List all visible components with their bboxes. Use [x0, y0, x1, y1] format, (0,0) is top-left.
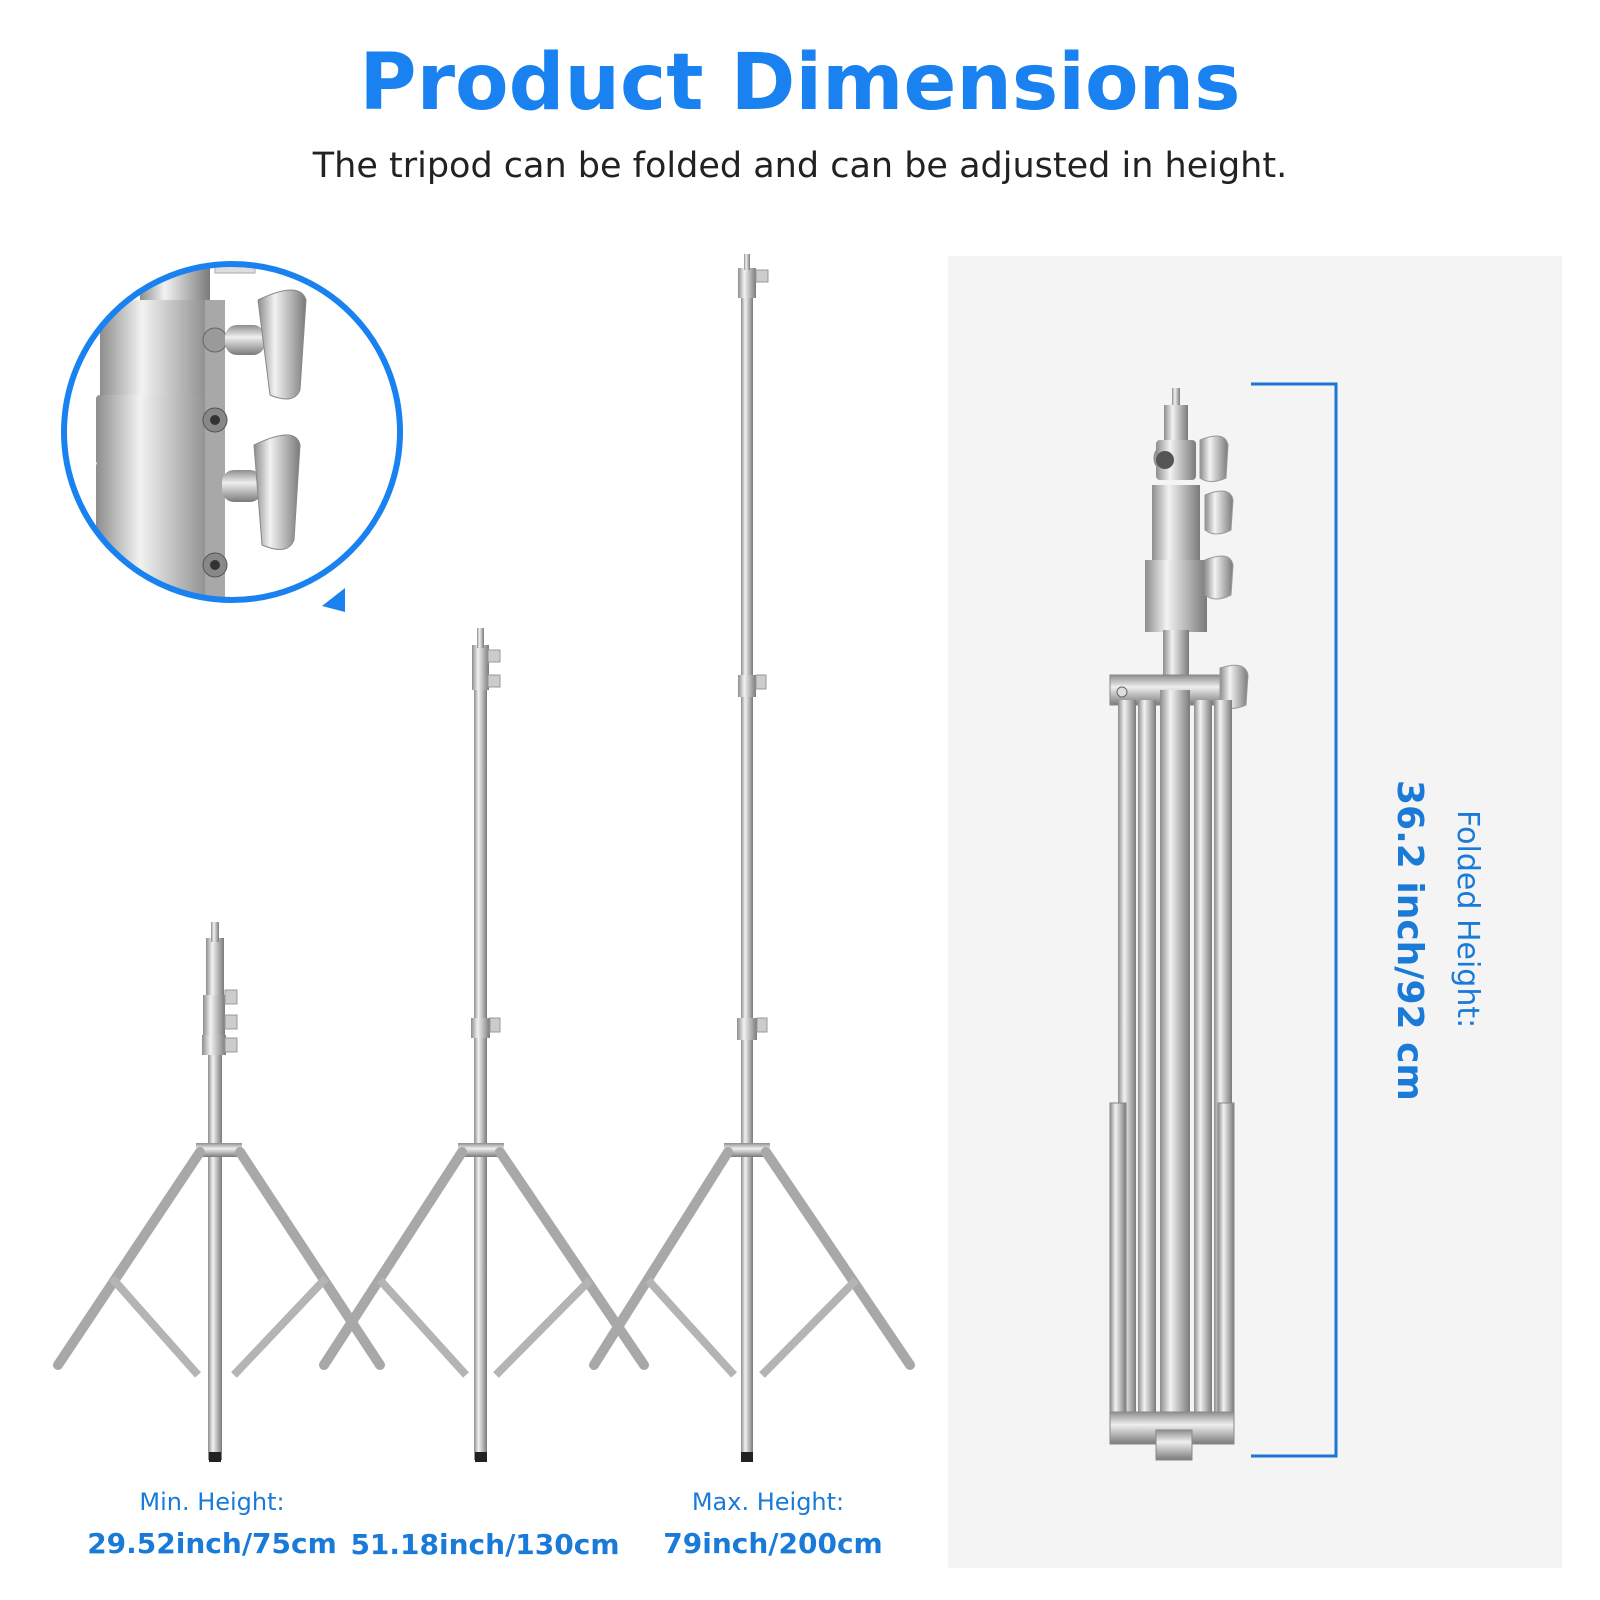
min-height-caption: Min. Height:: [139, 1488, 285, 1516]
min-height-value: 29.52inch/75cm: [87, 1527, 337, 1560]
tripod-max-height: [589, 254, 915, 1462]
inset-pointer-icon: [322, 588, 345, 612]
folded-height-bracket: [1251, 382, 1338, 1458]
tripod-min-height: [53, 922, 385, 1462]
tripod-folded: [1109, 388, 1249, 1461]
folded-height-caption: Folded Height:: [1450, 810, 1485, 1029]
page-subtitle: The tripod can be folded and can be adju…: [312, 146, 1288, 186]
max-height-value: 79inch/200cm: [663, 1527, 883, 1560]
page-title: Product Dimensions: [359, 38, 1241, 128]
folded-stand-panel: [948, 256, 1562, 1568]
folded-height-value: 36.2 inch/92 cm: [1389, 780, 1430, 1101]
max-height-caption: Max. Height:: [691, 1488, 845, 1516]
tripod-mid-height: [319, 628, 649, 1462]
mid-height-value: 51.18inch/130cm: [350, 1528, 620, 1561]
knob-closeup-inset: [61, 261, 403, 612]
